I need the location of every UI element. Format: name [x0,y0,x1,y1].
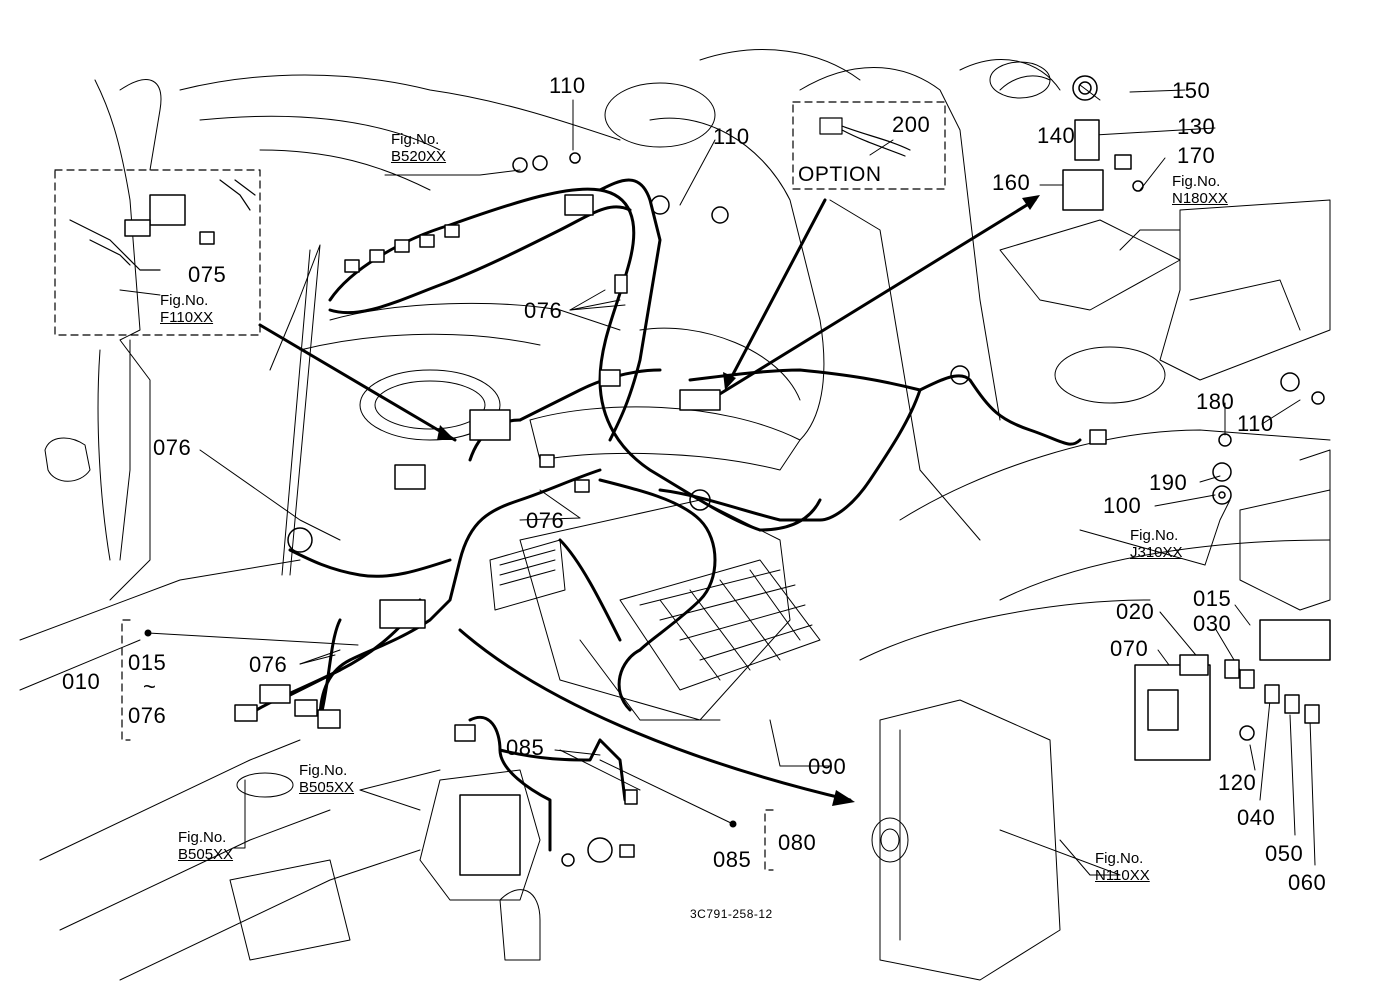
figure-ref-code: B505XX [178,846,234,864]
figure-ref-b505xx-upper: Fig.No. B505XX [299,762,354,797]
figure-ref-code: N180XX [1172,190,1228,208]
part-label-180: 180 [1196,389,1235,414]
part-label-140: 140 [1037,123,1076,148]
figure-ref-b505xx-lower: Fig.No. B505XX [178,829,233,864]
drawing-code: 3C791-258-12 [690,907,773,921]
part-label-110-seat: 110 [713,124,750,149]
part-label-050: 050 [1265,841,1304,866]
part-label-076-harness: 076 [524,298,563,323]
option-box-label: OPTION [798,163,882,186]
part-label-075: 075 [188,262,227,287]
part-label-100: 100 [1103,493,1142,518]
part-label-015-right: 015 [1193,586,1232,611]
figure-ref-prefix: Fig.No. [1130,527,1179,544]
part-label-120: 120 [1218,770,1257,795]
part-label-080: 080 [778,830,817,855]
part-label-010: 010 [62,669,101,694]
part-label-085-upper: 085 [506,735,545,760]
part-label-070: 070 [1110,636,1149,661]
part-label-200: 200 [892,112,931,137]
part-label-190: 190 [1149,470,1188,495]
part-label-130: 130 [1177,114,1216,139]
part-label-040: 040 [1237,805,1276,830]
figure-ref-f110xx: Fig.No. F110XX [160,292,213,327]
part-label-076-lower: 076 [249,652,288,677]
figure-ref-prefix: Fig.No. [391,131,440,148]
part-label-150: 150 [1172,78,1211,103]
figure-ref-code: J310XX [1130,544,1183,562]
part-label-090: 090 [808,754,847,779]
figure-ref-b520xx: Fig.No. B520XX [391,131,446,166]
part-label-030: 030 [1193,611,1232,636]
part-label-170: 170 [1177,143,1216,168]
figure-ref-code: B505XX [299,779,355,797]
figure-ref-code: N110XX [1095,867,1150,885]
part-label-076-left: 076 [153,435,192,460]
figure-ref-prefix: Fig.No. [1095,850,1144,867]
figure-ref-code: F110XX [160,309,214,327]
part-label-076-center: 076 [526,508,565,533]
range-tilde: ~ [143,674,156,699]
figure-ref-n110xx: Fig.No. N110XX [1095,850,1150,885]
figure-ref-prefix: Fig.No. [160,292,209,309]
figure-ref-prefix: Fig.No. [299,762,348,779]
figure-ref-n180xx: Fig.No. N180XX [1172,173,1228,208]
part-label-020: 020 [1116,599,1155,624]
figure-ref-j310xx: Fig.No. J310XX [1130,527,1183,562]
part-label-160: 160 [992,170,1031,195]
part-label-085-lower: 085 [713,847,752,872]
part-label-060: 060 [1288,870,1327,895]
part-label-110-top: 110 [549,73,586,98]
part-label-015-range-start: 015 [128,650,167,675]
figure-ref-code: B520XX [391,148,447,166]
figure-ref-prefix: Fig.No. [178,829,227,846]
figure-ref-prefix: Fig.No. [1172,173,1221,190]
part-label-076-range-end: 076 [128,703,167,728]
part-label-110-right: 110 [1237,411,1274,436]
